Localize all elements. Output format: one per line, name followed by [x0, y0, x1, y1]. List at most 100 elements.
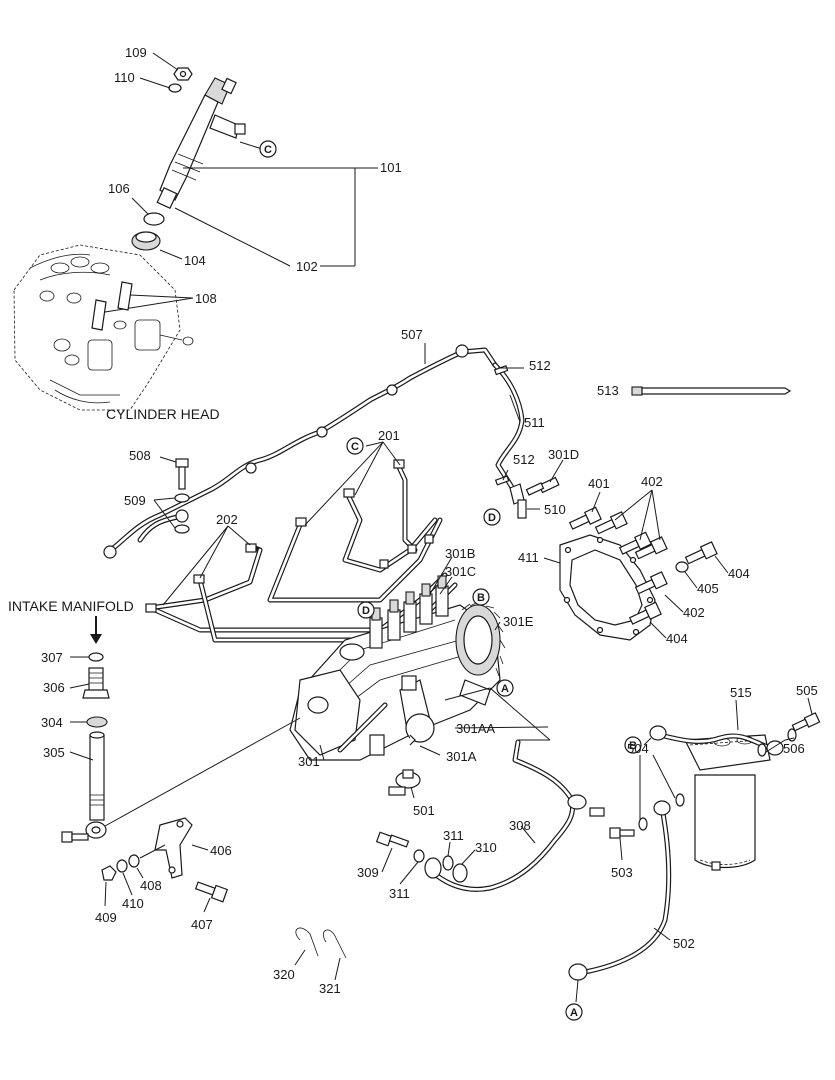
callout-101: 101: [380, 160, 402, 175]
hose-305: [89, 731, 105, 821]
svg-text:B: B: [629, 740, 637, 752]
bolt-505: [791, 712, 821, 732]
fuel-line-308: [424, 739, 605, 892]
svg-text:D: D: [362, 605, 370, 617]
callout-511: 511: [524, 415, 545, 430]
callout-506: 506: [783, 741, 805, 756]
callout-502: 502: [673, 936, 695, 951]
callout-202: 202: [216, 512, 238, 527]
callout-513: 513: [597, 383, 619, 398]
callout-507: 507: [401, 327, 423, 342]
callout-405: 405: [697, 581, 719, 596]
svg-text:B: B: [477, 592, 485, 604]
o-ring-307: [88, 652, 104, 662]
callout-110: 110: [114, 70, 135, 85]
svg-text:C: C: [264, 144, 272, 156]
washer-408: [128, 854, 140, 868]
washer-504-a: [638, 817, 648, 831]
callout-301a: 301A: [446, 749, 477, 764]
marker-b-filter: B: [624, 736, 642, 754]
callout-305: 305: [43, 745, 65, 760]
callout-301c: 301C: [445, 564, 476, 579]
bracket-406: [154, 817, 193, 879]
callout-109: 109: [125, 45, 147, 60]
callout-503: 503: [611, 865, 633, 880]
callout-508: 508: [129, 448, 151, 463]
callout-510: 510: [544, 502, 566, 517]
callout-411: 411: [518, 550, 539, 565]
callout-404-right: 404: [728, 566, 750, 581]
nut-409: [101, 865, 117, 881]
banjo-510: [509, 483, 527, 519]
washer-110: [168, 83, 182, 93]
clip-320: [295, 927, 319, 957]
callout-401: 401: [588, 476, 610, 491]
return-line-507: [103, 344, 498, 559]
fitting-306: [82, 667, 110, 699]
seal-104: [131, 231, 161, 251]
bolt-309: [375, 831, 410, 848]
cable-tie-513: [631, 386, 792, 396]
fuel-filter: [684, 734, 771, 871]
bolt-banjo-left: [61, 831, 89, 843]
callout-408: 408: [140, 878, 162, 893]
callout-311-upper: 311: [443, 828, 464, 843]
callout-108: 108: [195, 291, 217, 306]
clip-321: [322, 929, 347, 959]
callout-306: 306: [43, 680, 65, 695]
callout-321: 321: [319, 981, 341, 996]
fuel-line-515: [649, 725, 784, 756]
callout-301aa: 301AA: [456, 721, 495, 736]
injector-assembly: [156, 77, 246, 210]
callout-301b: 301B: [445, 546, 475, 561]
callout-409: 409: [95, 910, 117, 925]
callout-515: 515: [730, 685, 752, 700]
callout-numbers: 109 110 101 102 106 104 108 507 512 513 …: [41, 45, 818, 996]
callout-308: 308: [509, 818, 531, 833]
arrow-down-icon: [90, 616, 102, 644]
callout-410: 410: [122, 896, 144, 911]
callout-509: 509: [124, 493, 146, 508]
svg-text:D: D: [488, 512, 496, 524]
fuel-line-502: [568, 800, 672, 981]
bolt-503: [609, 827, 635, 839]
bolts-401-402-404: [568, 506, 718, 625]
svg-text:A: A: [570, 1007, 578, 1019]
intake-manifold-label: INTAKE MANIFOLD: [8, 598, 134, 614]
washer-504-b: [675, 793, 685, 807]
callout-102: 102: [296, 259, 318, 274]
callout-407: 407: [191, 917, 213, 932]
svg-text:A: A: [501, 683, 509, 695]
washer-311-left: [413, 849, 425, 863]
callout-505: 505: [796, 683, 818, 698]
callout-304: 304: [41, 715, 63, 730]
callout-320: 320: [273, 967, 295, 982]
callout-311-lower: 311: [389, 886, 410, 901]
callout-406: 406: [210, 843, 232, 858]
marker-c-pipes: C: [346, 437, 364, 455]
callout-104: 104: [184, 253, 206, 268]
marker-a-pump: A: [496, 679, 514, 697]
marker-a-bottom: A: [565, 1003, 583, 1021]
clip-304: [86, 716, 108, 728]
callout-501: 501: [413, 803, 435, 818]
callout-402-top: 402: [641, 474, 663, 489]
banjo-bolt-501: [388, 769, 421, 796]
washer-410: [116, 859, 128, 873]
callout-404-lower: 404: [666, 631, 688, 646]
callout-201: 201: [378, 428, 400, 443]
injection-pump-301: [289, 575, 506, 761]
cap-310: [452, 863, 468, 883]
callout-301: 301: [298, 754, 320, 769]
washer-509: [174, 493, 190, 534]
callout-106: 106: [108, 181, 130, 196]
callout-402-lower: 402: [683, 605, 705, 620]
marker-b-pump: B: [472, 588, 490, 606]
callout-512-top: 512: [529, 358, 551, 373]
stud-108: [91, 281, 133, 331]
callout-504: 504: [627, 741, 649, 756]
callout-309: 309: [357, 865, 379, 880]
return-line-511: [492, 362, 525, 495]
bolt-508: [175, 458, 189, 490]
